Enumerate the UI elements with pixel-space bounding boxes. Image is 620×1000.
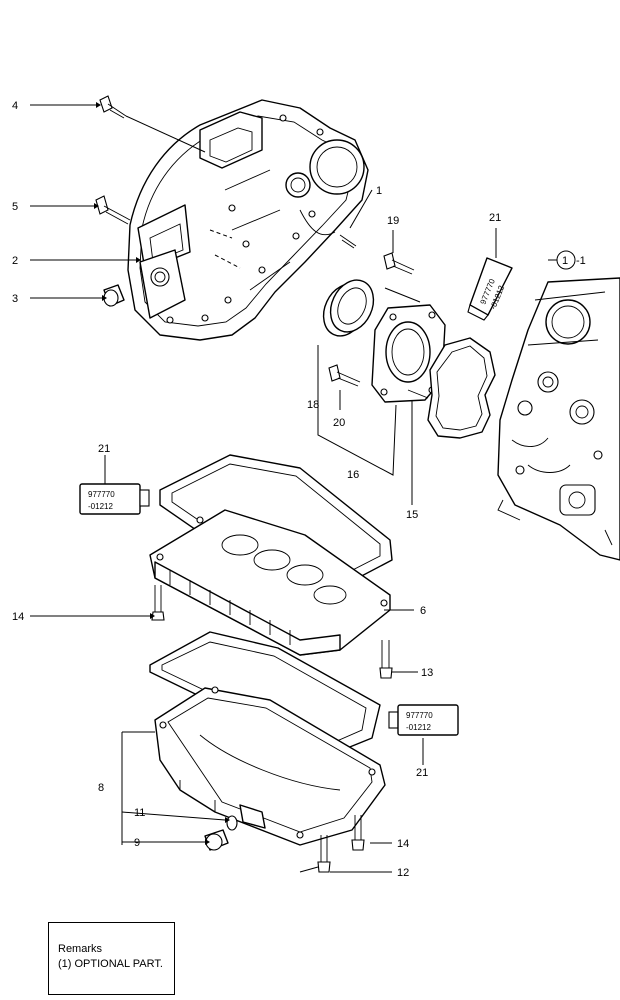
oil-seal-case (371, 304, 446, 403)
callout-6: 6 (420, 605, 426, 617)
callout-2: 2 (12, 255, 18, 267)
svg-text:1: 1 (562, 255, 568, 267)
bolt-20 (328, 364, 361, 387)
svg-text:977770: 977770 (406, 711, 433, 720)
bolt-14-upper (151, 585, 165, 621)
callout-21-middle: 21 (98, 443, 110, 455)
callout-9: 9 (134, 837, 140, 849)
sealant-tube-top: 977770 -01212 (467, 257, 513, 321)
callout-21-top: 21 (489, 212, 501, 224)
remarks-title: Remarks (58, 943, 103, 955)
arrowheads (94, 102, 230, 845)
callout-labels: 4 5 2 3 1 19 21 18 20 16 15 21 14 6 13 2… (12, 100, 501, 879)
callout-21-bottom: 21 (416, 767, 428, 779)
cylinder-block (497, 277, 620, 561)
sealant-tube-middle: 977770 -01212 (79, 483, 150, 515)
callout-5: 5 (12, 201, 18, 213)
callout-16: 16 (347, 469, 359, 481)
pin-15 (407, 389, 429, 399)
callout-11: 11 (134, 807, 145, 819)
drain-plug (204, 829, 229, 851)
bolt-14-lower (351, 815, 365, 851)
svg-text:977770: 977770 (88, 490, 115, 499)
callout-3: 3 (12, 293, 18, 305)
leader-lines (30, 104, 560, 873)
callout-14-upper: 14 (12, 611, 24, 623)
bolt-13 (379, 640, 393, 679)
optional-part-marker: 1 -1 (556, 250, 586, 270)
callout-19: 19 (387, 215, 399, 227)
flywheel-housing (127, 99, 369, 341)
callout-13: 13 (421, 667, 433, 679)
svg-text:-01212: -01212 (406, 723, 431, 732)
bolt-19 (383, 252, 415, 275)
bolt-12 (317, 835, 331, 873)
seal-case-gasket (427, 337, 496, 439)
svg-text:-01212: -01212 (88, 502, 113, 511)
drain-washer (226, 815, 238, 831)
remarks-line-1: (1) OPTIONAL PART. (58, 958, 163, 970)
bolt-4 (99, 95, 127, 119)
pin-1 (339, 234, 357, 249)
sealant-tube-bottom: 977770 -01212 (388, 704, 459, 736)
oil-seal (322, 279, 375, 337)
callout-20: 20 (333, 417, 345, 429)
callout-15: 15 (406, 509, 418, 521)
oil-pan (154, 686, 386, 846)
bolt-5 (95, 195, 131, 225)
housing-plug (103, 284, 125, 307)
remarks-box: Remarks (1) OPTIONAL PART. (48, 922, 175, 995)
oil-pan-spacer (149, 509, 391, 656)
callout-8: 8 (98, 782, 104, 794)
callout-12: 12 (397, 867, 409, 879)
callout-18: 18 (307, 399, 319, 411)
callout-14-lower: 14 (397, 838, 409, 850)
callout-4: 4 (12, 100, 18, 112)
callout-1: 1 (376, 185, 382, 197)
svg-text:-1: -1 (576, 255, 586, 267)
